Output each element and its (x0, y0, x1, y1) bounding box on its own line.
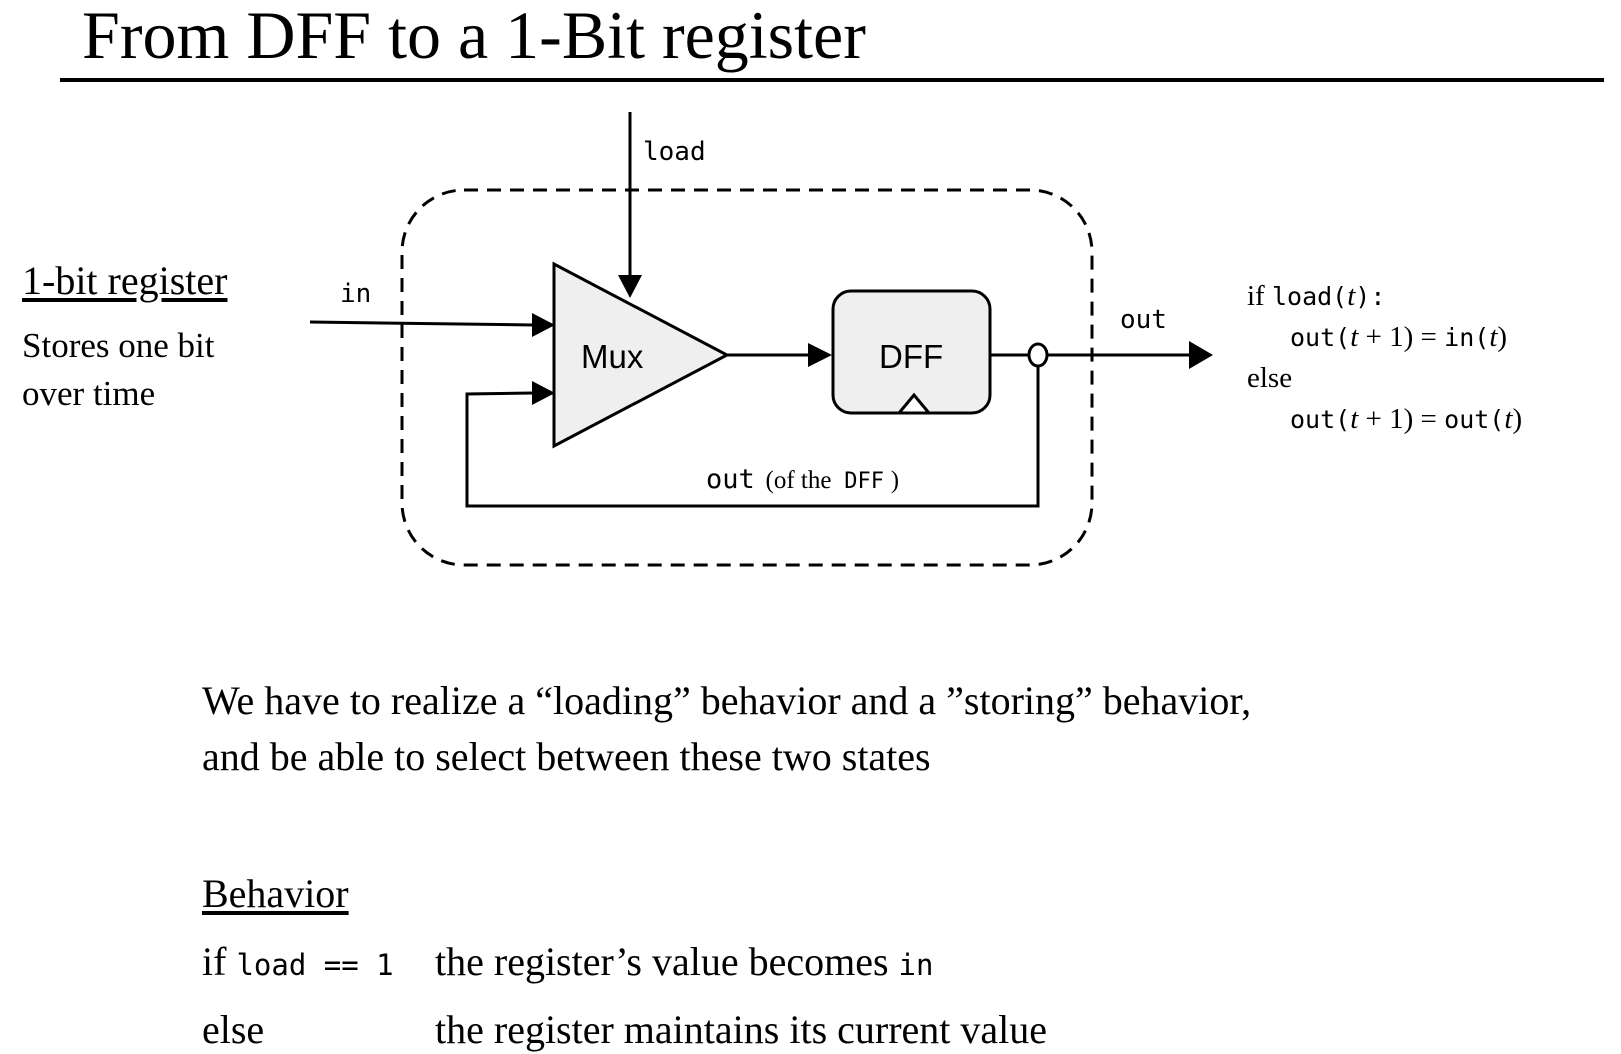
in-label: in (340, 279, 371, 309)
eq-t: t (1347, 280, 1356, 312)
behavior-description: the register’s value becomes (435, 939, 889, 984)
feedback-close: ) (891, 467, 899, 494)
eq-close: ) (1497, 321, 1508, 353)
eq-load-close: ): (1355, 282, 1386, 311)
eq-in: in( (1444, 323, 1490, 352)
cond-word: if (202, 939, 227, 984)
equation-line-if: if load(t): (1247, 276, 1522, 317)
equation-line-load: out(t + 1) = in(t) (1290, 317, 1522, 358)
eq-plus-one: + 1) = (1365, 403, 1445, 435)
in-arrowhead (532, 313, 555, 337)
eq-else: else (1247, 362, 1293, 394)
explanation-line: and be able to select between these two … (202, 734, 931, 779)
eq-t: t (1350, 403, 1359, 435)
behavior-heading: Behavior (202, 871, 349, 916)
feedback-of-the: (of the (766, 467, 832, 494)
behavior-row: else the register maintains its current v… (202, 1006, 1047, 1054)
mux-output-arrowhead (808, 343, 832, 367)
eq-out-prev: out( (1444, 405, 1505, 434)
eq-t: t (1504, 403, 1513, 435)
equation-line-else: else (1247, 358, 1522, 399)
feedback-arrowhead (532, 381, 555, 405)
dff-label: DFF (879, 338, 943, 375)
feedback-wire (465, 355, 1040, 508)
load-arrowhead (618, 275, 642, 298)
behavior-description: the register maintains its current value (435, 1007, 1048, 1052)
register-description: Stores one bit over time (22, 326, 215, 413)
equation-line-store: out(t + 1) = out(t) (1290, 399, 1522, 440)
feedback-dff: DFF (844, 469, 884, 494)
behavior-condition: else (202, 1006, 435, 1054)
eq-out: out( (1290, 405, 1351, 434)
eq-if: if (1247, 280, 1265, 312)
mux-gate (552, 261, 731, 449)
cond-code: load == 1 (236, 948, 394, 982)
eq-out: out( (1290, 323, 1351, 352)
eq-close: ) (1512, 403, 1523, 435)
eq-t: t (1350, 321, 1359, 353)
register-name: 1-bit register (22, 258, 228, 303)
feedback-label: out (of the DFF ) (706, 464, 899, 495)
page-title: From DFF to a 1-Bit register (82, 0, 866, 73)
mux-label: Mux (581, 338, 644, 375)
explanation-paragraph: We have to realize a “loading” behavior … (202, 673, 1251, 785)
junction-node (1027, 342, 1049, 368)
eq-t: t (1489, 321, 1498, 353)
out-arrowhead (1189, 341, 1213, 369)
load-label: load (643, 137, 706, 167)
cond-word: else (202, 1007, 265, 1052)
register-equations: if load(t): out(t + 1) = in(t) else out(… (1247, 276, 1522, 440)
title-rule (60, 78, 1604, 82)
in-wire (309, 320, 534, 327)
clock-triangle (895, 392, 933, 415)
out-label: out (1120, 305, 1167, 335)
register-boundary (400, 188, 1094, 567)
eq-load-call: load( (1271, 282, 1348, 311)
explanation-line: We have to realize a “loading” behavior … (202, 678, 1252, 723)
behavior-description-code: in (898, 948, 934, 982)
feedback-out: out (706, 464, 755, 495)
behavior-condition: if load == 1 (202, 938, 435, 989)
eq-plus-one: + 1) = (1365, 321, 1445, 353)
